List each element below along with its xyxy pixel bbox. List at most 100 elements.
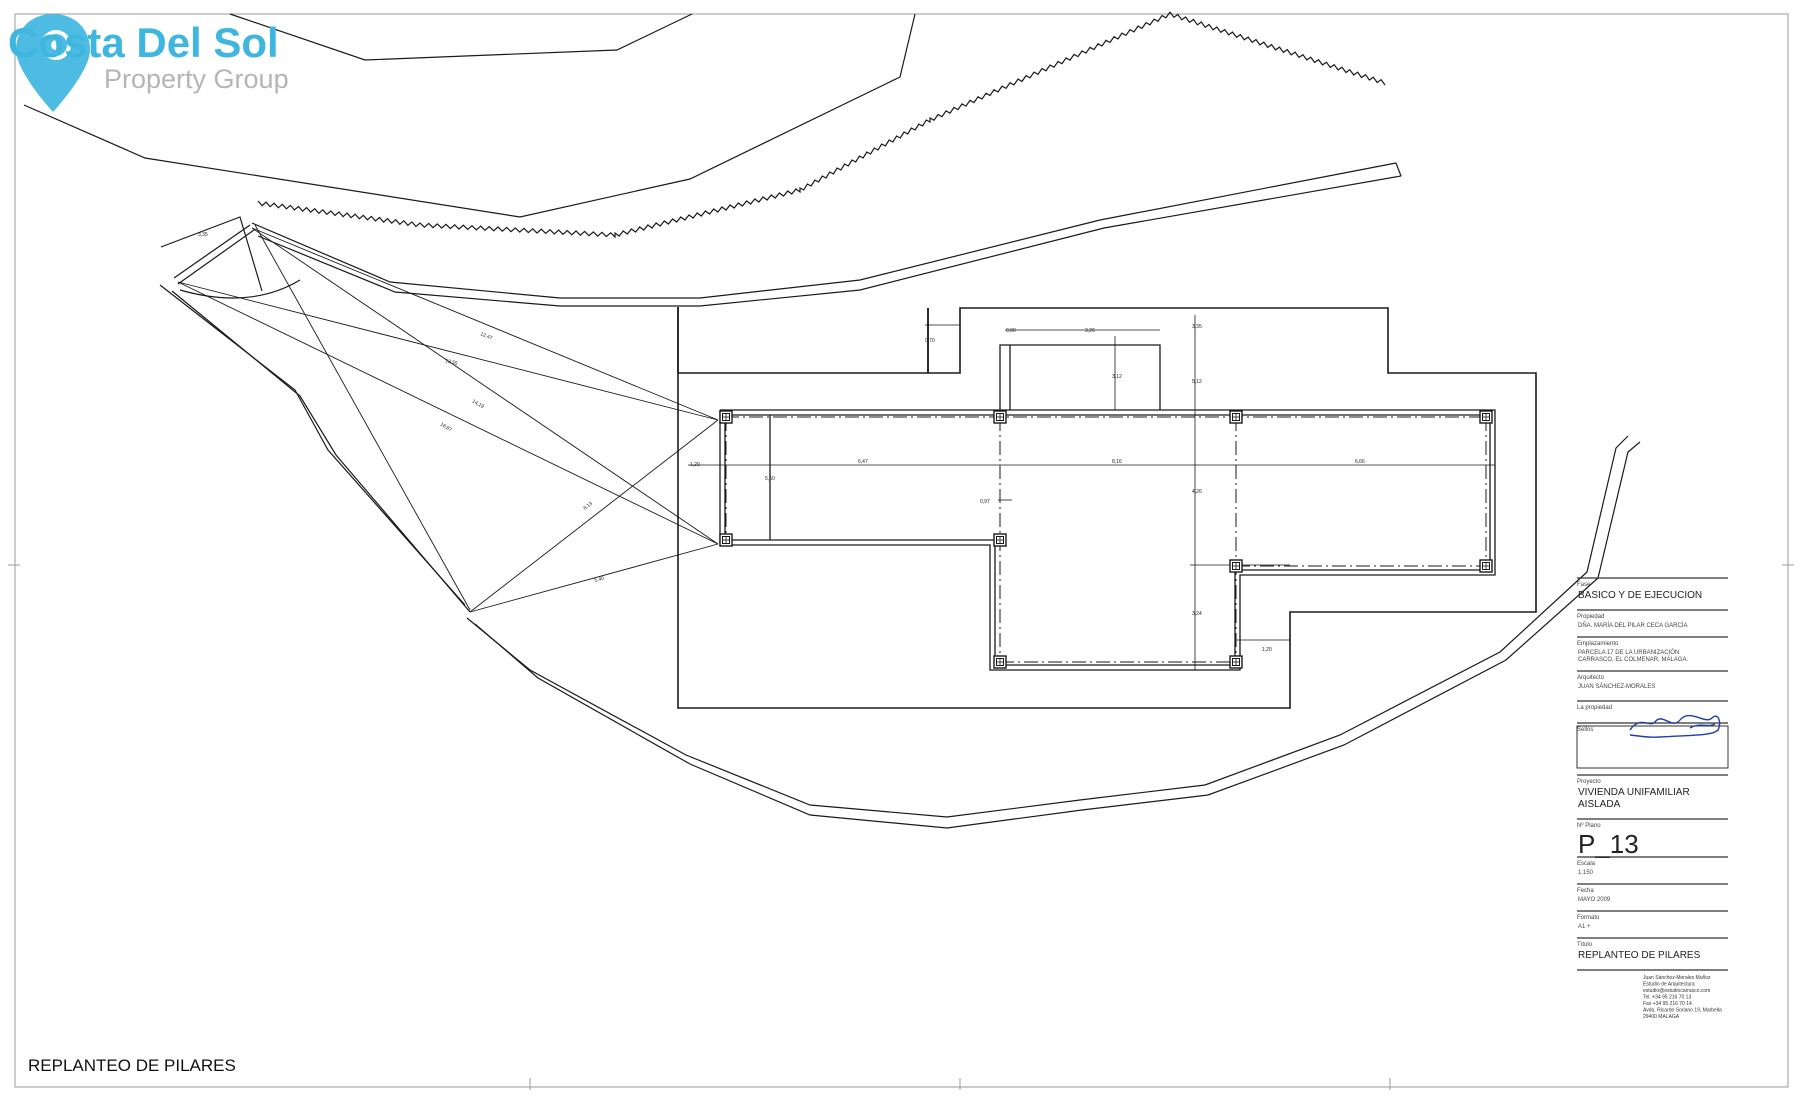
- dim-label: 1,20: [1262, 647, 1272, 653]
- pillar: [993, 655, 1007, 669]
- title-block-label: Escala: [1577, 861, 1596, 867]
- dim-label: 4,26: [1192, 489, 1202, 495]
- interior-plan: [719, 344, 1496, 671]
- title-block-value: A1 +: [1578, 924, 1591, 930]
- contact-line: estudio@estudiocarrasco.com: [1643, 988, 1710, 994]
- title-block-row: Escala 1:150: [1577, 856, 1728, 876]
- title-block-value: AISLADA: [1578, 799, 1621, 810]
- pillar: [719, 410, 733, 424]
- pillar: [1479, 410, 1493, 424]
- contact-line: Tel. +34 95 216 70 13: [1643, 995, 1691, 1001]
- dim-label: 13,55: [445, 358, 459, 367]
- title-block-row: Formato A1 +: [1577, 910, 1728, 930]
- title-block-value: CARRASCO, EL COLMENAR, MÁLAGA.: [1578, 656, 1688, 663]
- triangulation-lines: [177, 224, 719, 613]
- dim-label: 3,35: [1192, 324, 1202, 330]
- drawing-footer-title: REPLANTEO DE PILARES: [28, 1056, 236, 1075]
- title-block-value: REPLANTEO DE PILARES: [1578, 950, 1701, 961]
- pillar: [993, 410, 1007, 424]
- dimension-labels: 3,35 12,47 13,55 14,19 16,87 8,13 5,40 1…: [198, 232, 1365, 653]
- dim-label: 3,35: [198, 232, 208, 238]
- west-boundary: [159, 284, 466, 606]
- title-block-value: BASICO Y DE EJECUCION: [1578, 590, 1702, 601]
- contact-line: Juan Sánchez-Morales Muñoz: [1643, 975, 1711, 981]
- terrain-lines: [23, 11, 1641, 829]
- dim-label: 3,12: [1112, 374, 1122, 380]
- dim-label: 5,40: [594, 576, 605, 584]
- pillar-axes: [725, 416, 1490, 663]
- contact-line: 29400 MALAGA: [1643, 1014, 1680, 1020]
- dim-label: 5,12: [1192, 379, 1202, 385]
- pillars: [719, 410, 1493, 669]
- serrated-slope-line: [257, 11, 1171, 239]
- pillar: [719, 533, 733, 547]
- title-block-label: Fase: [1577, 582, 1591, 588]
- lower-boundary-2: [474, 441, 1641, 829]
- title-block-label: Proyecto: [1577, 779, 1601, 785]
- dim-label: 8,16: [1112, 459, 1122, 465]
- west-boundary-2: [171, 290, 471, 613]
- road-edge-outer: [257, 175, 1402, 307]
- pillar: [1479, 559, 1493, 573]
- dim-label: 3,26: [1085, 328, 1095, 334]
- parcel-corner: [160, 216, 263, 292]
- dim-label: 8,13: [583, 501, 595, 512]
- dim-label: 0,97: [980, 499, 990, 505]
- title-block-row: La propiedad: [1577, 700, 1728, 711]
- contact-line: Estudio de Arquitectura: [1643, 982, 1695, 988]
- sheet-frame: [8, 13, 1794, 1090]
- dim-label: 0,80: [1006, 328, 1016, 334]
- serrated-slope-line-2: [1169, 11, 1386, 86]
- logo: Costa Del Sol Property Group: [8, 14, 289, 112]
- title-block-label: Sellos: [1577, 727, 1593, 733]
- dim-label: 1,20: [690, 462, 700, 468]
- dim-label: 16,87: [439, 422, 453, 434]
- title-block-label: Propiedad: [1577, 614, 1604, 620]
- title-block-label: La propiedad: [1577, 705, 1612, 711]
- logo-name: Costa Del Sol: [8, 19, 279, 66]
- road-edge-upper: [23, 13, 916, 218]
- road-edge-top: [229, 13, 693, 61]
- title-block-label: Arquitecto: [1577, 675, 1605, 681]
- pillar: [993, 533, 1007, 547]
- title-block-value: JUAN SÁNCHEZ-MORALES: [1578, 683, 1655, 690]
- building-outline: [677, 307, 1537, 709]
- contact-line: Avda. Ricardo Soriano 19, Marbella: [1643, 1008, 1722, 1014]
- logo-tagline: Property Group: [104, 64, 289, 94]
- lower-boundary: [466, 435, 1629, 818]
- map-pin-icon: [16, 14, 90, 112]
- title-block-row: Sellos: [1576, 722, 1729, 769]
- dim-label: 5,50: [765, 476, 775, 482]
- title-block-label: Formato: [1577, 915, 1600, 921]
- title-block-value: VIVIENDA UNIFAMILIAR: [1578, 787, 1690, 798]
- title-block-label: Fecha: [1577, 888, 1594, 894]
- stamps-box: [1576, 725, 1729, 769]
- dim-label: 6,66: [1355, 459, 1365, 465]
- title-block-value: PARCELA 17 DE LA URBANIZACIÓN: [1578, 649, 1679, 656]
- contact-line: Fax +34 95 216 70 14: [1643, 1001, 1692, 1007]
- title-block-value: MAYO 2009: [1578, 897, 1611, 903]
- road-edge-inner: [251, 162, 1397, 299]
- title-block-value: 1:150: [1578, 870, 1594, 876]
- title-block-label: Emplazamiento: [1577, 641, 1619, 647]
- title-block-value: DÑA. MARÍA DEL PILAR CECA GARCÍA: [1578, 622, 1687, 629]
- dimension-lines: [688, 315, 1495, 670]
- title-block-label: Nº Plano: [1577, 822, 1601, 829]
- dim-label: 14,19: [471, 399, 485, 411]
- pillar: [1229, 655, 1243, 669]
- architect-signature: [1629, 714, 1721, 738]
- pillar: [1229, 410, 1243, 424]
- dim-label: 0,70: [925, 338, 935, 344]
- dim-label: 12,47: [479, 331, 493, 341]
